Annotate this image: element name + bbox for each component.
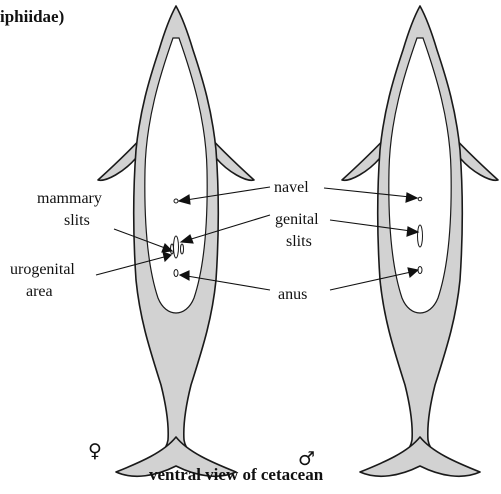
- female-dolphin: [98, 6, 254, 476]
- caption: ventral view of cetacean: [149, 465, 324, 484]
- diagram-title-fragment: iphiidae): [0, 7, 64, 26]
- urogenital-area-label-line1: urogenital: [10, 261, 75, 278]
- genital-slits-label-line1: genital: [275, 211, 319, 228]
- female-symbol: ♀: [88, 440, 102, 462]
- navel-label: navel: [274, 179, 309, 196]
- mammary-slits-label-line2: slits: [64, 212, 90, 229]
- urogenital-area-label-line2: area: [26, 283, 53, 300]
- genital-slits-label-line2: slits: [286, 233, 312, 250]
- mammary-slits-label-line1: mammary: [37, 190, 102, 207]
- male-dolphin: [342, 6, 498, 476]
- anus-label: anus: [278, 286, 307, 303]
